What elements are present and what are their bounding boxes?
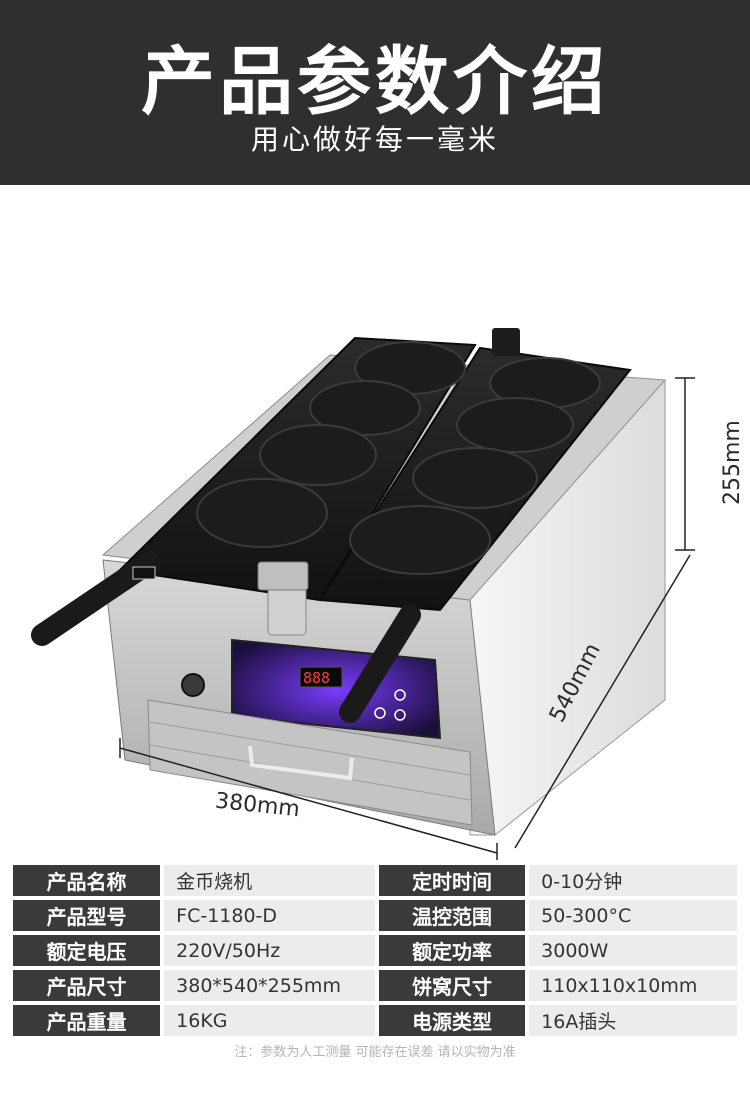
spec-value: 金币烧机: [164, 865, 375, 896]
panel-button-1: [394, 689, 406, 701]
spec-value: 0-10分钟: [529, 865, 737, 896]
spec-label: 产品型号: [13, 900, 161, 931]
header-banner: 产品参数介绍 用心做好每一毫米: [0, 0, 750, 185]
spec-label: 定时时间: [378, 865, 526, 896]
left-handle: [31, 551, 161, 646]
spec-value: 220V/50Hz: [164, 935, 375, 966]
spec-value: 3000W: [529, 935, 737, 966]
spec-label: 产品重量: [13, 1005, 161, 1036]
table-row: 产品型号 FC-1180-D 温控范围 50-300°C: [13, 900, 737, 931]
drawer-handle: [248, 745, 354, 781]
coin-mold: [309, 380, 421, 436]
product-photo: 888: [31, 328, 695, 860]
coin-mold: [349, 505, 491, 575]
hinge: [492, 328, 520, 356]
spec-label: 产品名称: [13, 865, 161, 896]
spec-value: 16A插头: [529, 1005, 737, 1036]
panel-button-3: [374, 707, 386, 719]
spec-value: 16KG: [164, 1005, 375, 1036]
table-row: 产品尺寸 380*540*255mm 饼窝尺寸 110x110x10mm: [13, 970, 737, 1001]
page-title: 产品参数介绍: [141, 39, 609, 125]
disclaimer-note: 注：参数为人工测量 可能存在误差 请以实物为准: [234, 1045, 516, 1060]
spec-label: 产品尺寸: [13, 970, 161, 1001]
depth-dimension-line: [514, 554, 691, 849]
coin-mold: [259, 424, 377, 486]
spec-label: 额定电压: [13, 935, 161, 966]
table-row: 产品重量 16KG 电源类型 16A插头: [13, 1005, 737, 1036]
spec-label: 饼窝尺寸: [378, 970, 526, 1001]
panel-button-2: [394, 709, 406, 721]
timer-display: [299, 666, 343, 688]
spec-label: 温控范围: [378, 900, 526, 931]
spec-value: 380*540*255mm: [164, 970, 375, 1001]
coin-mold: [456, 397, 574, 453]
coin-mold: [412, 447, 538, 509]
spec-value: 50-300°C: [529, 900, 737, 931]
right-handle: [339, 604, 421, 723]
drip-drawer: [147, 699, 473, 826]
brand-badge: [132, 566, 156, 580]
coin-mold: [196, 478, 328, 548]
table-row: 额定电压 220V/50Hz 额定功率 3000W: [13, 935, 737, 966]
page-subtitle: 用心做好每一毫米: [250, 123, 499, 156]
spec-table: 产品名称 金币烧机 定时时间 0-10分钟 产品型号 FC-1180-D 温控范…: [13, 865, 737, 1040]
spec-label: 电源类型: [378, 1005, 526, 1036]
spec-value: 110x110x10mm: [529, 970, 737, 1001]
spec-value: FC-1180-D: [164, 900, 375, 931]
width-dimension-line: [119, 747, 498, 854]
spec-label: 额定功率: [378, 935, 526, 966]
latch-block: [257, 561, 309, 591]
height-dimension-label: 255mm: [720, 420, 745, 505]
table-row: 产品名称 金币烧机 定时时间 0-10分钟: [13, 865, 737, 896]
temperature-knob: [181, 673, 205, 697]
svg-text:888: 888: [303, 669, 330, 687]
